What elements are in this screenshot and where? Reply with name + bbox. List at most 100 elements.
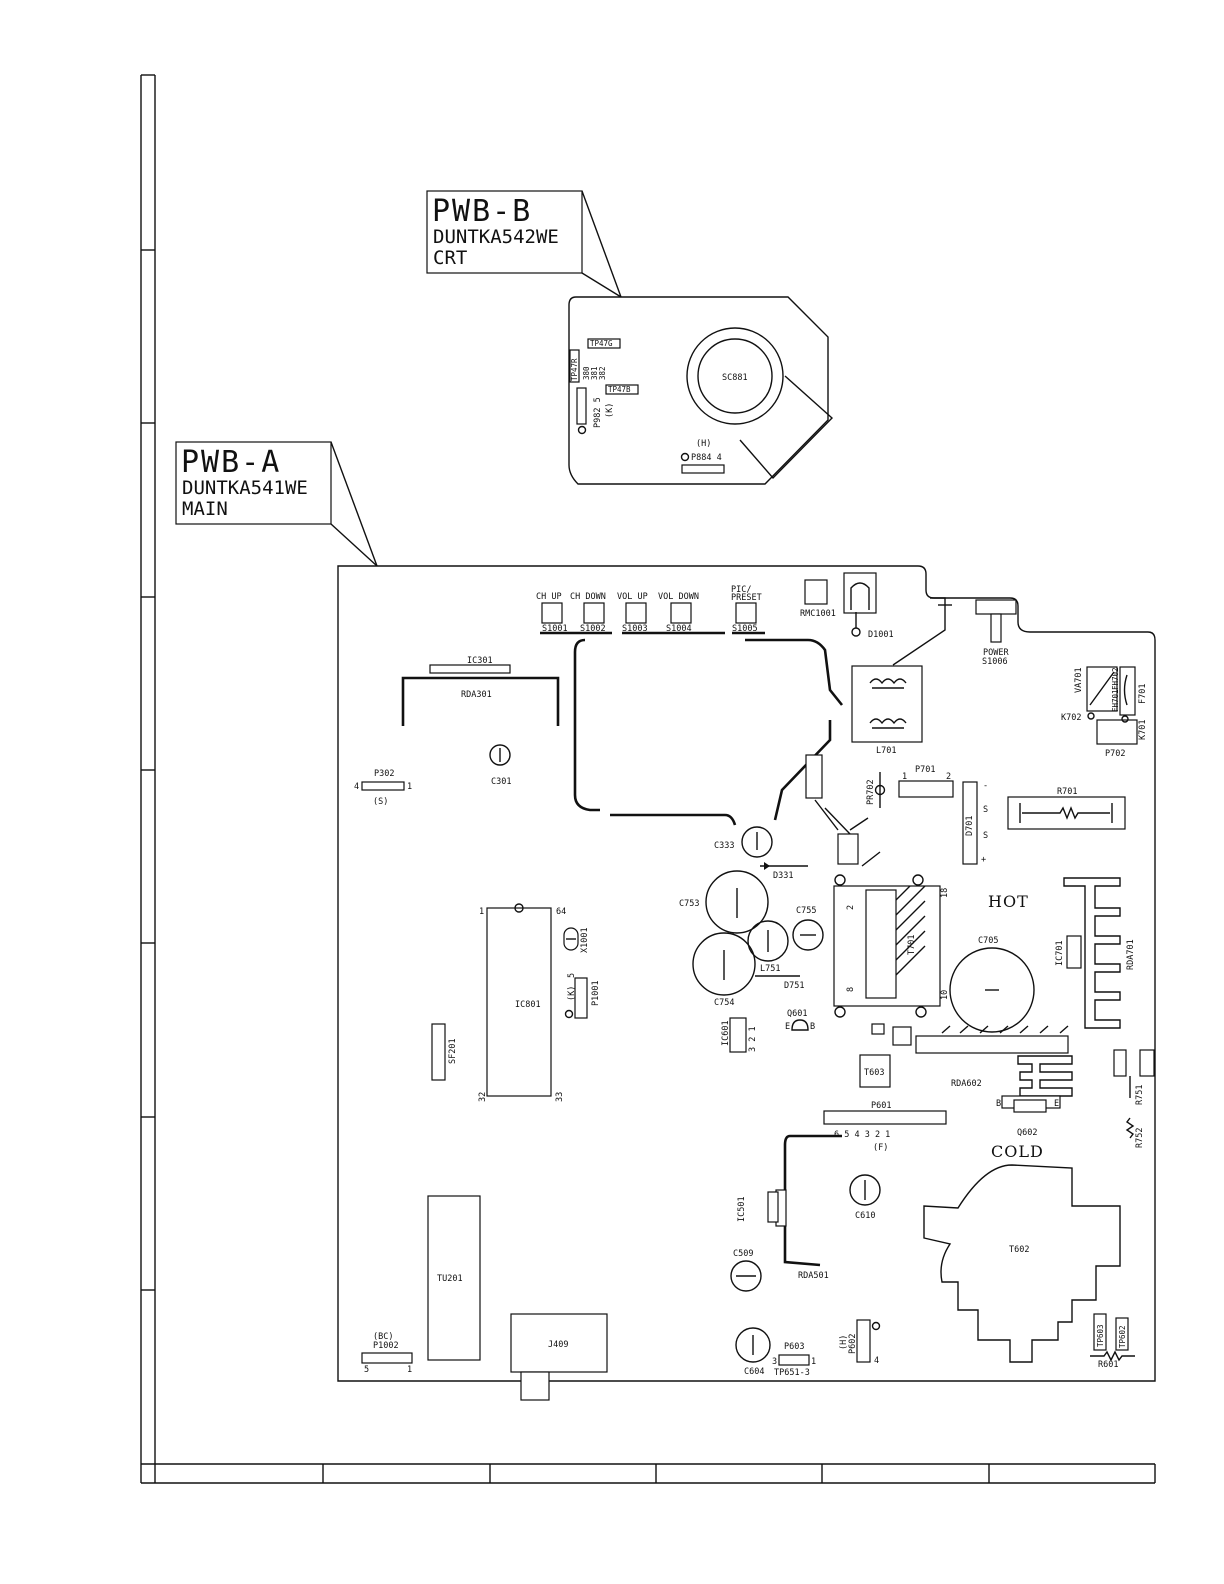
- p302-pin1: 1: [407, 782, 412, 792]
- sw1-ref: S1001: [542, 624, 568, 634]
- p302-pin4: 4: [354, 782, 359, 792]
- pwb-b-label: PWB-B DUNTKA542WE CRT: [426, 190, 622, 298]
- bottom-mid-parts: C604 P603 3 1 TP651-3 (H) P602 4: [735, 1319, 881, 1378]
- sw5-top: PIC/: [731, 585, 751, 595]
- tp602-label: TP602: [1118, 1325, 1127, 1348]
- sw2-ref: S1002: [580, 624, 606, 634]
- l701-area: L701 VA701 F701 FH702 FH701 K702 K701 P7…: [851, 665, 1148, 759]
- p603-pin3: 3: [772, 1357, 777, 1367]
- d751-label: D751: [784, 981, 804, 991]
- rda301-label: RDA301: [461, 690, 492, 700]
- s1006-label: S1006: [982, 657, 1008, 667]
- x1001-label: X1001: [580, 927, 590, 953]
- c755-label: C755: [796, 906, 816, 916]
- cold-section: COLD T602 TP603 TP602 R601: [923, 1142, 1135, 1370]
- ic801-label: IC801: [515, 1000, 541, 1010]
- k702-label: K702: [1061, 713, 1081, 723]
- d1001-label: D1001: [868, 630, 894, 640]
- d331-label: D331: [773, 871, 793, 881]
- sw5-top-2: PRESET: [731, 593, 762, 603]
- pwb-a-name: MAIN: [182, 498, 228, 520]
- r601-label: R601: [1098, 1360, 1118, 1370]
- tp603-label: TP603: [1096, 1324, 1105, 1347]
- bottom-left-parts: TU201 J409 (BC) P1002 5 1: [361, 1195, 608, 1401]
- p1001-k: (K): [567, 986, 577, 1001]
- p1002-pin5: 5: [364, 1365, 369, 1375]
- p603-label: P603: [784, 1342, 804, 1352]
- fh702-label: FH702: [1111, 667, 1120, 690]
- d701-label: D701: [965, 816, 975, 836]
- q601-e: E: [785, 1022, 790, 1032]
- r701-label: R701: [1057, 787, 1077, 797]
- pwb-a-label: PWB-A DUNTKA541WE MAIN: [175, 441, 378, 567]
- sw3-ref: S1003: [622, 624, 648, 634]
- primary-parts: PR702 P701 1 2 D701 - S S + R701: [805, 754, 1126, 865]
- ic301-area: IC301 RDA301 C301 P302 4 1 (S): [354, 656, 560, 807]
- p1002-pin1: 1: [407, 1365, 412, 1375]
- pwb-b-name: CRT: [433, 247, 467, 269]
- mid-parts: Q601 E B IC601 3 2 1 T603 RDA602 B E Q60…: [721, 1009, 1155, 1148]
- fh701-label: FH701: [1111, 689, 1120, 712]
- deflection-loop: [573, 638, 844, 826]
- ic501-label: IC501: [737, 1196, 747, 1222]
- c333-area: C333 D331: [714, 799, 881, 881]
- t701-pin10: 10: [940, 990, 950, 1000]
- p601-pins: 6 5 4 3 2 1: [834, 1130, 890, 1140]
- c754-label: C754: [714, 998, 734, 1008]
- p602-pin4: 4: [874, 1356, 879, 1366]
- q601-b: B: [810, 1022, 815, 1032]
- ic801-pin1: 1: [479, 907, 484, 917]
- t701-pin18: 18: [940, 888, 950, 898]
- sw5-ref: S1005: [732, 624, 758, 634]
- tp47r-label: TP47R: [570, 358, 579, 381]
- d701-plus: +: [981, 855, 986, 865]
- r751-label: R751: [1135, 1085, 1145, 1105]
- ic801-pin33: 33: [555, 1092, 565, 1102]
- switch-row: CH UP S1001 CH DOWN S1002 VOL UP S1003 V…: [536, 585, 765, 635]
- r752-label: R752: [1135, 1128, 1145, 1148]
- t701-pin2: 2: [846, 905, 856, 910]
- l751-label: L751: [760, 964, 780, 974]
- h-label: (H): [696, 439, 711, 449]
- tp651-label: TP651-3: [774, 1368, 810, 1378]
- c610-label: C610: [855, 1211, 875, 1221]
- c753-label: C753: [679, 899, 699, 909]
- t701-label: T701: [907, 935, 917, 955]
- c333-label: C333: [714, 841, 734, 851]
- top-right-parts: RMC1001 D1001 POWER S1006: [800, 572, 1017, 667]
- p601-label: P601: [871, 1101, 891, 1111]
- pwb-b-board: SC881 TP47G TP47B TP47R 380 381 382 P982…: [568, 296, 834, 485]
- tp47b-label: TP47B: [608, 385, 631, 394]
- sw3-top: VOL UP: [617, 592, 648, 602]
- c753-area: C753 C755 C754 L751 D751: [679, 870, 824, 1008]
- r380-label: 380: [582, 366, 591, 380]
- ic601-pins: 3 2 1: [748, 1026, 758, 1052]
- c604-label: C604: [744, 1367, 764, 1377]
- sw4-top: VOL DOWN: [658, 592, 699, 602]
- va701-label: VA701: [1074, 667, 1084, 693]
- hot-section: HOT C705 IC701 RDA701: [871, 877, 1136, 1054]
- power-label: POWER: [983, 648, 1009, 658]
- pwb-b-part: DUNTKA542WE: [433, 226, 559, 248]
- j409-label: J409: [548, 1340, 568, 1350]
- p982-k-label: (K): [605, 403, 615, 418]
- p601-f: (F): [873, 1143, 888, 1153]
- p302-s: (S): [373, 797, 388, 807]
- p1002-label: P1002: [373, 1341, 399, 1351]
- pr702-label: PR702: [866, 779, 876, 805]
- drawing-frame: [140, 74, 1156, 1484]
- t701-pin8: 8: [846, 987, 856, 992]
- c705-label: C705: [978, 936, 998, 946]
- rda602-label: RDA602: [951, 1079, 982, 1089]
- k701-label: K701: [1138, 720, 1148, 740]
- p302-label: P302: [374, 769, 394, 779]
- sc881-label: SC881: [722, 373, 748, 383]
- p603-pin1: 1: [811, 1357, 816, 1367]
- d701-s1: S: [983, 805, 988, 815]
- q602-e: E: [1054, 1099, 1059, 1109]
- ic801-pin64: 64: [556, 907, 566, 917]
- ic801-area: IC801 1 64 32 33 X1001 P1001 (K) 5 SF201: [431, 903, 601, 1102]
- hot-zone-label: HOT: [988, 892, 1029, 911]
- pwb-b-title: PWB-B: [432, 194, 532, 229]
